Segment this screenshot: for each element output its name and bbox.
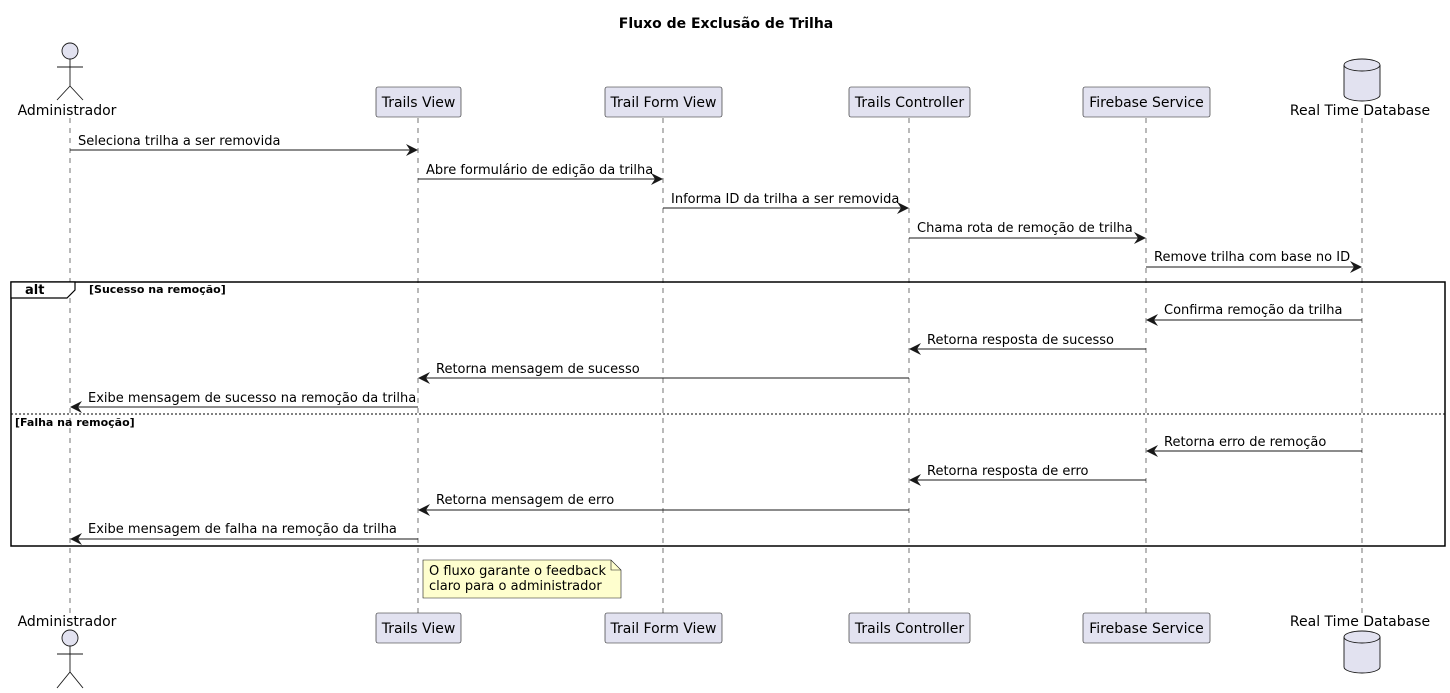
- message-label: Retorna resposta de erro: [927, 464, 1089, 479]
- participant-label: Real Time Database: [1290, 614, 1430, 630]
- participant-label: Real Time Database: [1290, 103, 1430, 119]
- participant-firebase-service-top: Firebase Service: [1082, 86, 1211, 118]
- message-5: Remove trilha com base no ID: [1146, 250, 1362, 273]
- participant-trail-form-view-top: Trail Form View: [604, 86, 723, 118]
- message-13: Exibe mensagem de falha na remoção da tr…: [70, 522, 418, 545]
- participant-real-time-database-bottom: Real Time Database: [1290, 614, 1430, 674]
- message-label: Chama rota de remoção de trilha: [917, 221, 1133, 236]
- participant-label: Administrador: [18, 614, 117, 630]
- note-line-1: O fluxo garante o feedback: [429, 564, 606, 579]
- database-icon: [1343, 630, 1381, 674]
- participant-trails-controller-bottom: Trails Controller: [848, 612, 971, 644]
- message-label: Retorna mensagem de erro: [436, 493, 614, 508]
- participant-label: Trails Controller: [854, 95, 964, 111]
- message-label: Abre formulário de edição da trilha: [426, 163, 653, 178]
- note: O fluxo garante o feedback claro para o …: [422, 559, 622, 599]
- participant-real-time-database-top: Real Time Database: [1290, 58, 1430, 119]
- participant-label: Administrador: [18, 103, 117, 119]
- participant-firebase-service-bottom: Firebase Service: [1082, 612, 1211, 644]
- actor-icon: [56, 42, 84, 101]
- message-1: Seleciona trilha a ser removida: [70, 134, 418, 156]
- message-label: Retorna erro de remoção: [1164, 435, 1326, 450]
- message-label: Retorna mensagem de sucesso: [436, 362, 640, 377]
- message-2: Abre formulário de edição da trilha: [418, 163, 663, 185]
- database-icon: [1343, 58, 1381, 102]
- message-12: Retorna mensagem de erro: [418, 493, 909, 516]
- message-label: Remove trilha com base no ID: [1154, 250, 1350, 265]
- alt-guard-success: [Sucesso na remoção]: [89, 283, 226, 296]
- message-label: Seleciona trilha a ser removida: [78, 134, 280, 149]
- diagram-title: Fluxo de Exclusão de Trilha: [619, 16, 834, 32]
- participant-label: Trails View: [381, 95, 456, 111]
- alt-keyword: alt: [25, 283, 44, 298]
- message-6: Confirma remoção da trilha: [1146, 303, 1362, 326]
- message-4: Chama rota de remoção de trilha: [909, 221, 1146, 244]
- actor-icon: [56, 629, 84, 689]
- participant-trails-view-bottom: Trails View: [375, 612, 462, 644]
- message-label: Retorna resposta de sucesso: [927, 333, 1114, 348]
- message-label: Informa ID da trilha a ser removida: [671, 192, 899, 207]
- participant-label: Trails Controller: [854, 621, 964, 637]
- participant-label: Trail Form View: [610, 621, 717, 637]
- participant-label: Trails View: [381, 621, 456, 637]
- participant-label: Trail Form View: [610, 95, 717, 111]
- note-line-2: claro para o administrador: [429, 579, 602, 594]
- message-label: Exibe mensagem de falha na remoção da tr…: [88, 522, 397, 537]
- participant-trails-view-top: Trails View: [375, 86, 462, 118]
- participant-trails-controller-top: Trails Controller: [848, 86, 971, 118]
- message-8: Retorna mensagem de sucesso: [418, 362, 909, 384]
- message-label: Confirma remoção da trilha: [1164, 303, 1342, 318]
- alt-fragment: alt [Sucesso na remoção] [Falha na remoç…: [10, 281, 1446, 547]
- participant-label: Firebase Service: [1089, 621, 1204, 637]
- message-7: Retorna resposta de sucesso: [909, 333, 1146, 355]
- actor-administrador-bottom: Administrador: [18, 614, 117, 689]
- participant-trail-form-view-bottom: Trail Form View: [604, 612, 723, 644]
- message-11: Retorna resposta de erro: [909, 464, 1146, 486]
- alt-guard-failure: [Falha na remoção]: [15, 416, 135, 429]
- message-10: Retorna erro de remoção: [1146, 435, 1362, 457]
- message-label: Exibe mensagem de sucesso na remoção da …: [88, 391, 416, 406]
- participant-label: Firebase Service: [1089, 95, 1204, 111]
- message-3: Informa ID da trilha a ser removida: [663, 192, 909, 214]
- message-9: Exibe mensagem de sucesso na remoção da …: [70, 391, 418, 413]
- actor-administrador-top: Administrador: [18, 42, 117, 119]
